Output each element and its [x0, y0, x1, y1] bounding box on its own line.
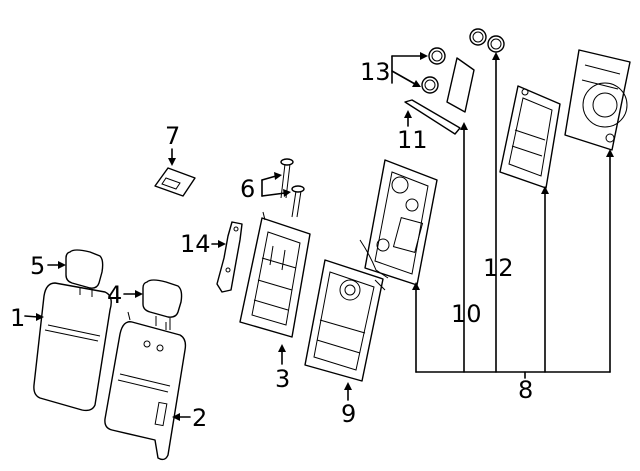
callout-14-leader	[211, 240, 226, 248]
part-14-hinge-bracket	[216, 221, 243, 293]
callout-11-leader	[404, 110, 412, 127]
callout-6-leader	[261, 172, 291, 197]
callout-4-leader	[123, 290, 143, 298]
callout-5-leader	[47, 261, 66, 269]
part-8-control-module-b	[564, 49, 631, 151]
callout-3: 3	[275, 365, 290, 393]
part-4-headrest	[142, 279, 183, 330]
callout-10: 10	[451, 300, 482, 328]
part-6-bolts	[280, 158, 305, 218]
callout-1-leader	[24, 313, 44, 321]
callout-7-leader	[168, 148, 176, 166]
part-1-seat-back-cover	[33, 282, 112, 412]
part-7-switch-bezel	[154, 167, 196, 197]
callout-9-leader	[344, 382, 352, 401]
part-2-seat-back-panel	[104, 311, 187, 461]
callout-7: 7	[165, 122, 180, 150]
callout-2-leader	[172, 413, 191, 421]
part-8-control-module-a	[499, 85, 561, 189]
callout-1: 1	[10, 304, 25, 332]
callout-11: 11	[397, 126, 428, 154]
callout-3-leader	[278, 344, 286, 365]
callout-4: 4	[107, 281, 122, 309]
part-12-caps	[469, 28, 505, 53]
callout-13: 13	[360, 58, 391, 86]
callout-13-leader	[391, 52, 428, 87]
callout-14: 14	[180, 230, 211, 258]
callout-12: 12	[483, 254, 514, 282]
callout-8: 8	[518, 376, 533, 404]
part-8-seat-mechanism	[359, 159, 438, 286]
part-11-trim-strip	[404, 99, 461, 135]
part-13-caps	[421, 47, 446, 94]
callout-2: 2	[192, 404, 207, 432]
callout-5: 5	[30, 252, 45, 280]
part-10-panel	[446, 57, 475, 113]
part-3-seat-back-frame	[239, 211, 311, 338]
callout-8-10-12-leaders	[412, 52, 614, 379]
part-5-headrest	[65, 249, 104, 297]
callout-9: 9	[341, 400, 356, 428]
part-9-back-frame-panel	[304, 259, 386, 382]
callout-6: 6	[240, 175, 255, 203]
